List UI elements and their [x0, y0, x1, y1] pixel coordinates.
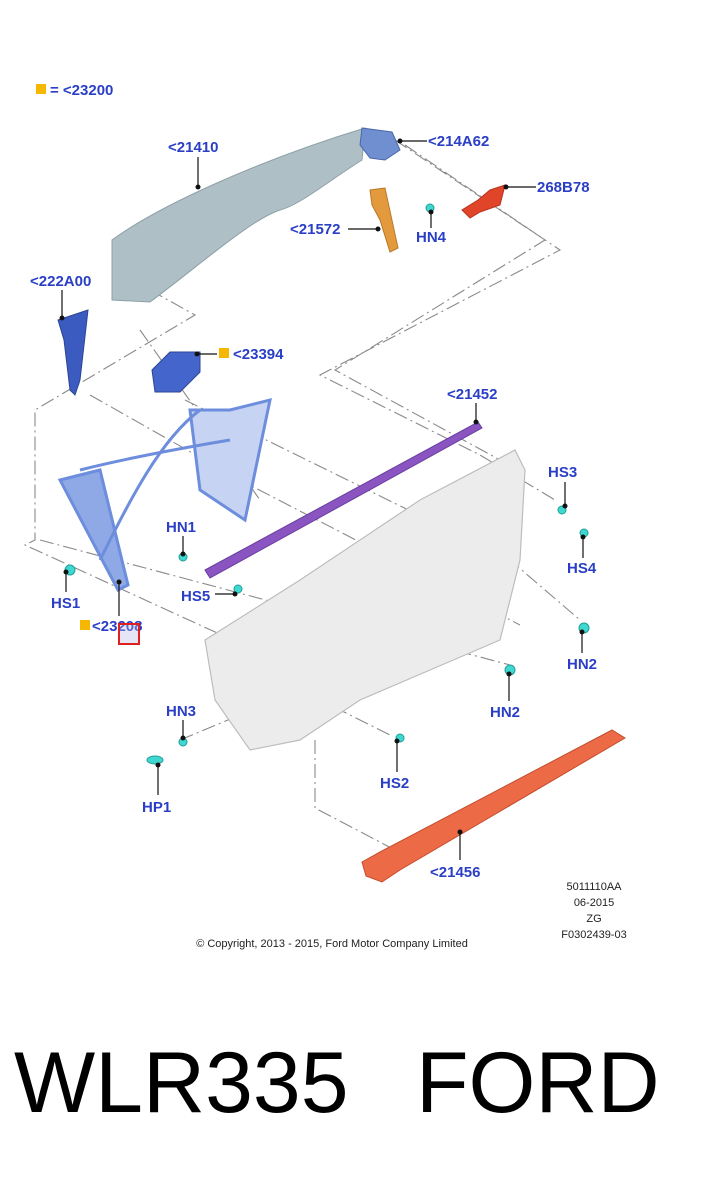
- part-number-text: WLR335: [14, 1035, 349, 1131]
- door-inner-panel-part: [204, 449, 526, 751]
- red-bracket-part: [461, 184, 506, 219]
- window-regulator-part: [57, 397, 272, 592]
- label-HS3: HS3: [548, 464, 577, 481]
- run-channel-part: [369, 187, 399, 253]
- brand-text: FORD: [416, 1035, 660, 1131]
- label-HP1: HP1: [142, 799, 171, 816]
- marker-23394: [219, 348, 229, 358]
- rear-channel-part: [57, 309, 89, 396]
- label-HN3: HN3: [166, 703, 196, 720]
- info-line-3: ZG: [586, 913, 601, 925]
- info-line-4: F0302439-03: [561, 929, 626, 941]
- exploded-parts-diagram: = <23200: [23, 82, 627, 950]
- drawing-info-block: 5011110AA 06-2015 ZG F0302439-03: [561, 881, 626, 941]
- label-HN2-center: HN2: [490, 704, 520, 721]
- belt-weatherstrip-part: [204, 421, 483, 579]
- info-line-2: 06-2015: [574, 897, 614, 909]
- legend-text: = <23200: [50, 82, 113, 99]
- label-HS2: HS2: [380, 775, 409, 792]
- marker-23208: [80, 620, 90, 630]
- part-labels: <21410 <214A62 268B78 <21572 HN4 <222A00…: [30, 133, 597, 881]
- label-HS4: HS4: [567, 560, 597, 577]
- label-HN4: HN4: [416, 229, 447, 246]
- footer-title: WLR335 FORD: [0, 1040, 708, 1180]
- leader-lines: [59, 138, 586, 860]
- label-HS1: HS1: [51, 595, 80, 612]
- highlight-box: [118, 623, 140, 645]
- mirror-bracket-part: [359, 127, 401, 161]
- label-HN2-right: HN2: [567, 656, 597, 673]
- label-222A00: <222A00: [30, 273, 91, 290]
- window-motor-part: [151, 351, 201, 393]
- info-line-1: 5011110AA: [566, 881, 622, 893]
- label-268B78: 268B78: [537, 179, 590, 196]
- window-glass-part: [111, 127, 366, 303]
- label-23208: <23208: [92, 618, 142, 635]
- label-HN1: HN1: [166, 519, 196, 536]
- copyright-text: © Copyright, 2013 - 2015, Ford Motor Com…: [196, 938, 468, 950]
- legend-marker: [36, 84, 46, 94]
- label-214A62: <214A62: [428, 133, 489, 150]
- sill-weatherstrip-part: [361, 729, 626, 883]
- label-21452: <21452: [447, 386, 497, 403]
- label-HS5: HS5: [181, 588, 210, 605]
- label-23394: <23394: [233, 346, 284, 363]
- label-21572: <21572: [290, 221, 340, 238]
- label-21410: <21410: [168, 139, 218, 156]
- label-21456: <21456: [430, 864, 480, 881]
- legend: = <23200: [36, 82, 113, 99]
